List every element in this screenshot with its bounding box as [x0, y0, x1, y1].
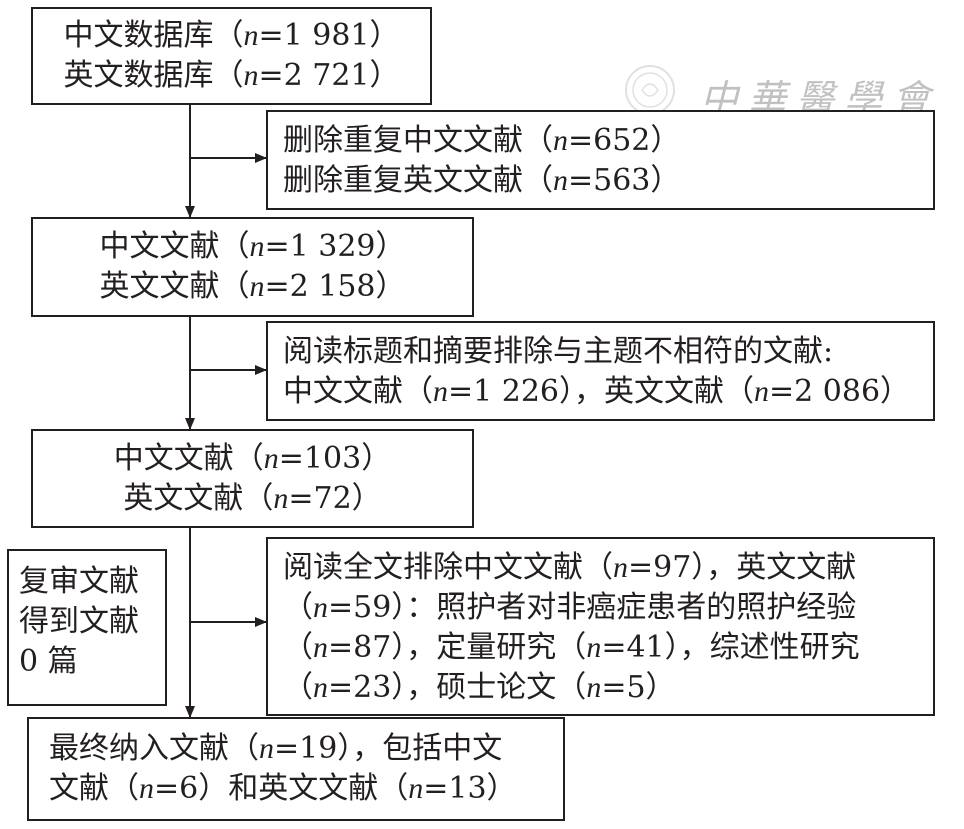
dedup-en-value: =563）: [568, 163, 681, 198]
dedup-line-cn: 删除重复中文文献（n=652）: [283, 121, 933, 161]
final-l2-b: =6）和英文文献（: [154, 771, 409, 806]
after-screen-en-value: =72）: [288, 481, 382, 516]
ta-excl-cn-label: 中文文献（: [283, 374, 433, 409]
final-l2-c: =13）: [423, 771, 517, 806]
ft-excl-l2-b: =59）：照护者对非癌症患者的照护经验: [328, 590, 857, 625]
ft-excl-l3-b: =87），定量研究（: [328, 630, 587, 665]
dedup-en-label: 删除重复英文文献（: [283, 163, 553, 198]
db-en-value: =2 721）: [258, 58, 400, 93]
ta-excl-en-value: =2 086）: [769, 374, 911, 409]
after-screen-en-label: 英文文献（: [123, 481, 274, 516]
final-included-box: 最终纳入文献（n=19），包括中文 文献（n=6）和英文文献（n=13）: [27, 717, 565, 821]
ta-excl-en-n: n: [754, 375, 770, 408]
ft-excl-l4-a: （: [283, 670, 313, 705]
final-line-2: 文献（n=6）和英文文献（n=13）: [49, 769, 563, 809]
db-en-label: 英文数据库（: [63, 58, 244, 93]
after-dedup-line-en: 英文文献（n=2 158）: [33, 267, 472, 307]
ft-excl-l2-a: （: [283, 590, 313, 625]
final-l2-n1: n: [139, 772, 154, 805]
ft-excl-l3-n1: n: [313, 631, 328, 664]
after-dedup-line-cn: 中文文献（n=1 329）: [33, 227, 472, 267]
db-cn-value: =1 981）: [258, 18, 400, 53]
ft-excl-line-3: （n=87），定量研究（n=41），综述性研究: [283, 628, 933, 668]
ta-excl-line-2: 中文文献（n=1 226），英文文献（n=2 086）: [283, 372, 933, 412]
final-l1-b: =19），包括中文: [274, 731, 503, 766]
db-line-cn: 中文数据库（n=1 981）: [33, 16, 430, 56]
title-abstract-exclusion-box: 阅读标题和摘要排除与主题不相符的文献: 中文文献（n=1 226），英文文献（n…: [266, 321, 935, 421]
ft-excl-l1-a: 阅读全文排除中文文献（: [283, 550, 613, 585]
db-cn-n: n: [243, 19, 259, 52]
ft-excl-l3-a: （: [283, 630, 313, 665]
after-dedup-en-n: n: [249, 270, 265, 303]
after-dedup-box: 中文文献（n=1 329） 英文文献（n=2 158）: [31, 217, 474, 317]
dedup-en-n: n: [553, 164, 568, 197]
after-dedup-en-label: 英文文献（: [99, 269, 250, 304]
ft-excl-line-4: （n=23），硕士论文（n=5）: [283, 668, 933, 708]
ft-excl-l4-n1: n: [313, 671, 328, 704]
after-screen-box: 中文文献（n=103） 英文文献（n=72）: [31, 429, 474, 528]
after-screen-en-n: n: [273, 482, 289, 515]
db-cn-label: 中文数据库（: [63, 18, 244, 53]
ft-excl-l4-b: =23），硕士论文（: [328, 670, 587, 705]
ta-excl-heading: 阅读标题和摘要排除与主题不相符的文献:: [283, 334, 834, 369]
review-line-3: 0 篇: [19, 644, 78, 679]
after-screen-cn-label: 中文文献（: [113, 441, 264, 476]
final-l2-n2: n: [408, 772, 424, 805]
fulltext-exclusion-box: 阅读全文排除中文文献（n=97），英文文献 （n=59）：照护者对非癌症患者的照…: [266, 537, 935, 716]
ft-excl-l3-n2: n: [586, 631, 602, 664]
ft-excl-line-2: （n=59）：照护者对非癌症患者的照护经验: [283, 588, 933, 628]
final-line-1: 最终纳入文献（n=19），包括中文: [49, 729, 563, 769]
review-line-2: 得到文献: [19, 604, 139, 639]
after-dedup-cn-label: 中文文献（: [99, 229, 250, 264]
after-dedup-cn-value: =1 329）: [264, 229, 406, 264]
after-screen-line-cn: 中文文献（n=103）: [33, 439, 472, 479]
after-dedup-en-value: =2 158）: [264, 269, 406, 304]
dedup-box: 删除重复中文文献（n=652） 删除重复英文文献（n=563）: [266, 110, 935, 210]
final-l1-a: 最终纳入文献（: [49, 731, 259, 766]
dedup-cn-value: =652）: [568, 123, 681, 158]
dedup-cn-label: 删除重复中文文献（: [283, 123, 553, 158]
ft-excl-l2-n: n: [313, 591, 328, 624]
ft-excl-l1-b: =97），英文文献: [628, 550, 857, 585]
review-box: 复审文献 得到文献 0 篇: [7, 549, 167, 706]
after-screen-line-en: 英文文献（n=72）: [33, 479, 472, 519]
ft-excl-l3-c: =41），综述性研究: [601, 630, 860, 665]
after-dedup-cn-n: n: [249, 230, 265, 263]
ft-excl-l4-c: =5）: [601, 670, 676, 705]
review-line-1: 复审文献: [19, 564, 139, 599]
ft-excl-l4-n2: n: [586, 671, 602, 704]
final-l2-a: 文献（: [49, 771, 139, 806]
ft-excl-line-1: 阅读全文排除中文文献（n=97），英文文献: [283, 548, 933, 588]
ft-excl-l1-n: n: [613, 551, 628, 584]
dedup-cn-n: n: [553, 124, 568, 157]
final-l1-n: n: [259, 732, 274, 765]
db-en-n: n: [243, 59, 259, 92]
after-screen-cn-value: =103）: [278, 441, 392, 476]
db-line-en: 英文数据库（n=2 721）: [33, 56, 430, 96]
after-screen-cn-n: n: [263, 442, 279, 475]
database-box: 中文数据库（n=1 981） 英文数据库（n=2 721）: [31, 7, 432, 105]
ta-excl-line-1: 阅读标题和摘要排除与主题不相符的文献:: [283, 332, 933, 372]
dedup-line-en: 删除重复英文文献（n=563）: [283, 161, 933, 201]
ta-excl-cn-n: n: [433, 375, 448, 408]
ta-excl-mid: =1 226），英文文献（: [448, 374, 755, 409]
